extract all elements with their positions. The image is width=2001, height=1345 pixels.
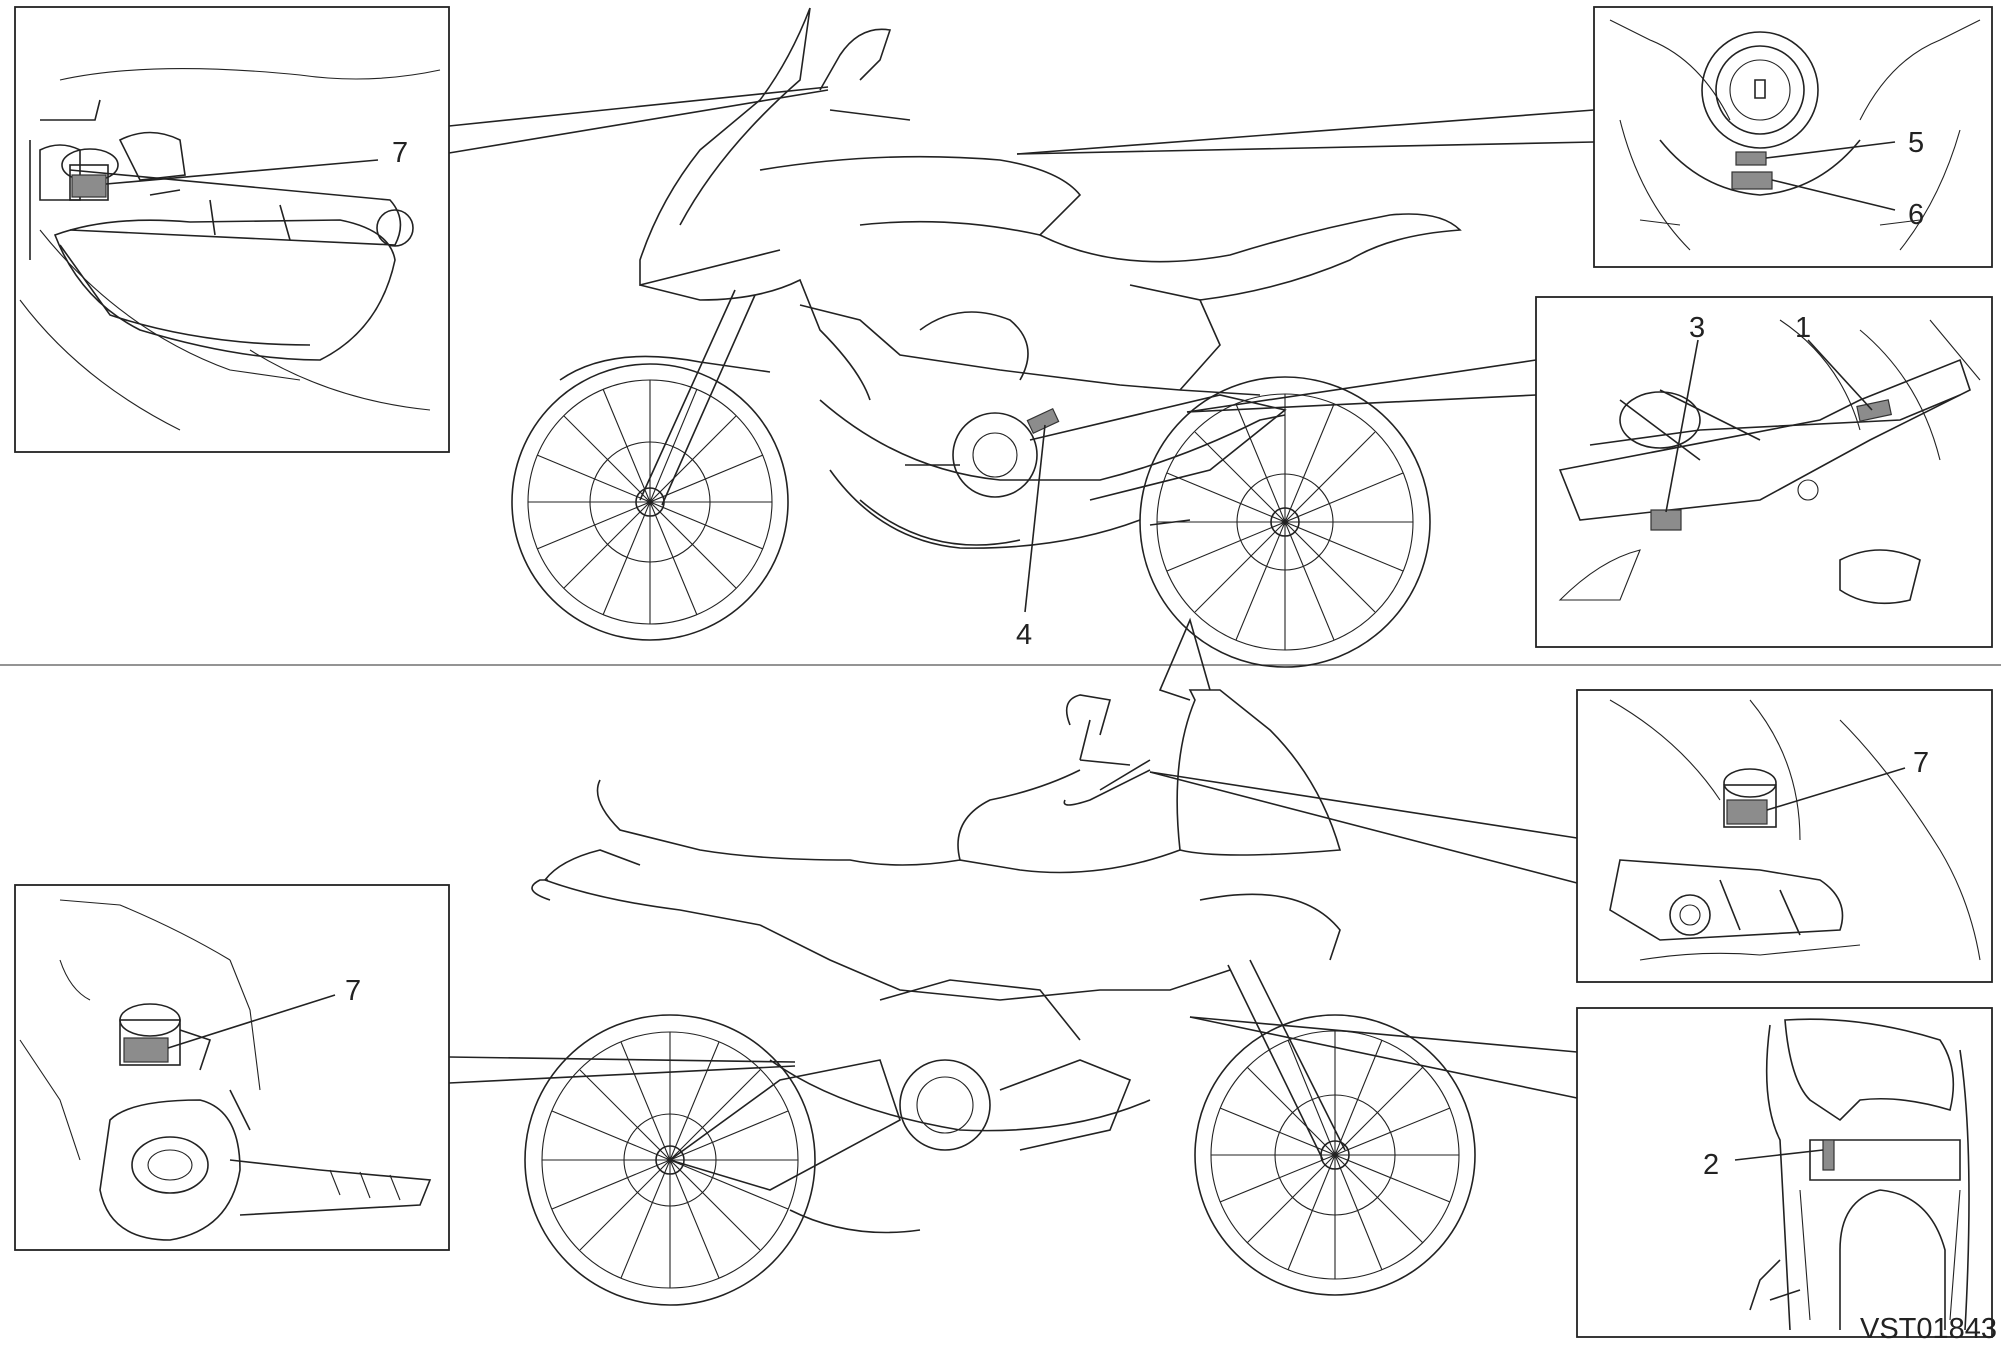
detail-front-brake-reservoir-left: 7 bbox=[1576, 689, 1993, 983]
callout-7-rear: 7 bbox=[345, 975, 361, 1007]
front-wheel bbox=[511, 363, 789, 641]
callout-5: 5 bbox=[1908, 127, 1924, 159]
label-6-tag bbox=[1731, 171, 1773, 190]
drawing-code: VST01843 bbox=[1860, 1313, 1997, 1345]
label-1-tag bbox=[1856, 399, 1893, 422]
label-3-tag bbox=[1650, 509, 1682, 531]
callout-7-front: 7 bbox=[1913, 747, 1929, 779]
detail-rear-frame: 1 3 bbox=[1535, 296, 1993, 648]
detail-connectors-top bbox=[448, 86, 1595, 413]
label-7-tag-top bbox=[71, 174, 107, 198]
front-wheel-left bbox=[1194, 1014, 1476, 1296]
label-7-tag-front bbox=[1726, 799, 1768, 825]
leader-2 bbox=[1734, 1149, 1824, 1161]
callout-6: 6 bbox=[1908, 199, 1924, 231]
rear-wheel-left bbox=[524, 1014, 816, 1306]
callout-4: 4 bbox=[1016, 619, 1032, 651]
leader-6 bbox=[1771, 179, 1896, 211]
callout-2: 2 bbox=[1703, 1149, 1719, 1181]
leader-1 bbox=[1807, 339, 1873, 411]
leader-7-rear bbox=[167, 994, 336, 1049]
detail-connectors-bottom bbox=[448, 771, 1578, 1099]
detail-rear-brake-reservoir: 7 bbox=[14, 884, 450, 1251]
motorcycle-left-side-view bbox=[524, 617, 1476, 1306]
detail-steering-head: 2 bbox=[1576, 1007, 1993, 1338]
leader-3 bbox=[1665, 339, 1699, 513]
leader-7-top bbox=[105, 159, 379, 185]
label-7-tag-rear bbox=[123, 1037, 169, 1063]
leader-5 bbox=[1765, 141, 1896, 159]
callout-7-top: 7 bbox=[392, 137, 408, 169]
detail-fuel-cap: 5 6 bbox=[1593, 6, 1993, 268]
detail-front-brake-reservoir: 7 bbox=[14, 6, 450, 453]
label-4-tag bbox=[1026, 407, 1060, 435]
label-2-tag bbox=[1822, 1139, 1835, 1171]
motorcycle-right-side-view bbox=[511, 7, 1462, 668]
callout-3: 3 bbox=[1689, 312, 1705, 344]
callout-1: 1 bbox=[1795, 312, 1811, 344]
label-5-tag bbox=[1735, 151, 1767, 166]
rear-wheel bbox=[1139, 376, 1431, 668]
leader-7-front bbox=[1766, 767, 1906, 811]
leader-4 bbox=[1024, 424, 1046, 613]
